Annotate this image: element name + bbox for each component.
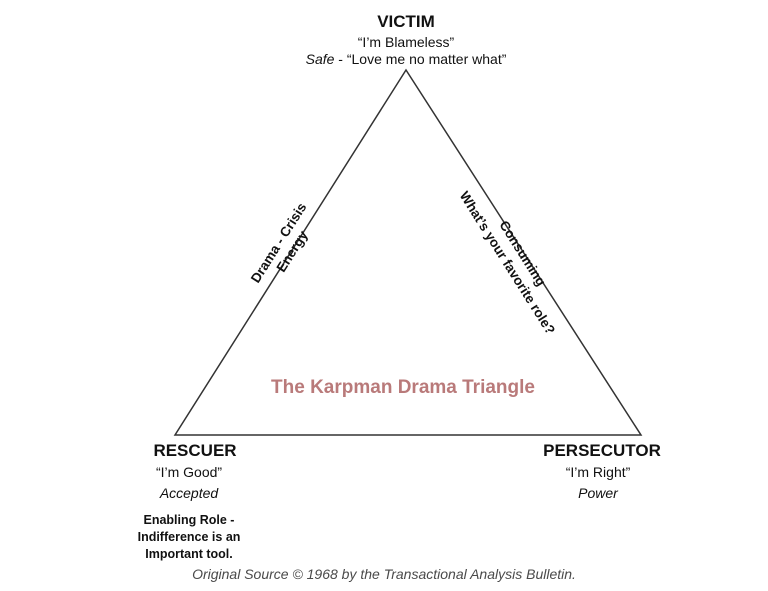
persecutor-subtitle: Power <box>578 485 619 501</box>
right-edge-labels: Consuming What’s your favorite role? <box>457 189 558 337</box>
triangle-outline <box>173 68 643 436</box>
rescuer-quote: “I’m Good” <box>156 464 222 480</box>
rescuer-note-line-2: Indifference is an <box>138 530 241 544</box>
victim-subtitle-rest: - “Love me no matter what” <box>334 51 506 67</box>
rescuer-note-line-3: Important tool. <box>145 547 233 561</box>
diagram-title: The Karpman Drama Triangle <box>271 377 535 398</box>
source-caption: Original Source © 1968 by the Transactio… <box>192 566 576 582</box>
persecutor-quote: “I’m Right” <box>566 464 631 480</box>
victim-title: VICTIM <box>377 12 435 31</box>
rescuer-subtitle: Accepted <box>159 485 220 501</box>
persecutor-title: PERSECUTOR <box>543 441 661 460</box>
victim-subtitle-italic: Safe <box>306 51 335 67</box>
victim-subtitle: Safe - “Love me no matter what” <box>306 51 507 67</box>
rescuer-note-line-1: Enabling Role - <box>144 513 235 527</box>
right-edge-label-2: What’s your favorite role? <box>457 189 558 337</box>
victim-quote: “I’m Blameless” <box>358 34 455 50</box>
left-edge-labels: Drama - Crisis Energy <box>248 200 311 285</box>
rescuer-title: RESCUER <box>153 441 236 460</box>
